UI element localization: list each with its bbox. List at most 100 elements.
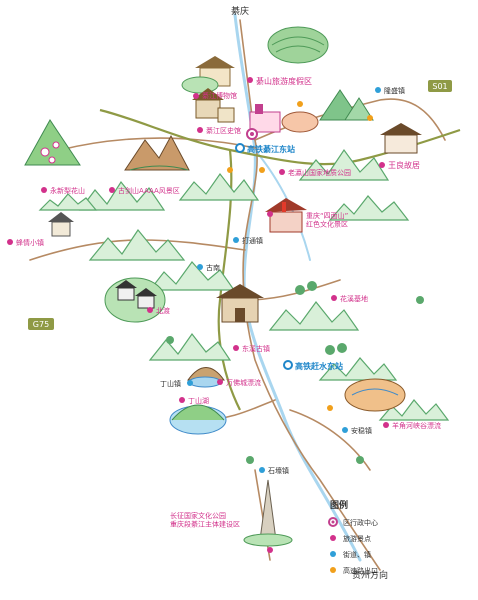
station-label[interactable]: 高铁赶水东站 [295,361,343,371]
district-center-marker [246,128,258,140]
exit-marker-icon [227,167,233,173]
poi-marker-icon [279,169,285,175]
poi-label[interactable]: 长征国家文化公园重庆段綦江主体建设区 [170,511,240,528]
legend-item-exit: 高速路出口 [330,566,378,575]
legend-label: 高速路出口 [343,566,378,575]
poi-label[interactable]: 重庆“四面山”红色文化景区 [306,211,348,228]
train-station-icon [235,143,245,153]
legend-title: 图例 [330,499,348,511]
legend-item-poi: 旅游景点 [330,534,371,543]
train-station-icon [283,360,293,370]
town-label[interactable]: 古南 [206,263,220,272]
poi-label[interactable]: 北渡 [156,306,170,315]
poi-museum: 綦江博物馆 [193,91,237,100]
landmark-illustrations [24,26,424,547]
geopark-illustration [319,89,374,121]
exit-marker-icon [327,405,333,411]
poi-label[interactable]: 古剑山AAAA风景区 [118,186,180,195]
poi-yangjiao: 羊角河峡谷漂流 [383,421,441,430]
town-marker-icon [197,264,203,270]
town-label[interactable]: 石壕镇 [268,466,289,475]
museum-illustration [192,88,235,123]
monument-illustration [243,479,293,547]
terraced-fields-illustration [267,26,329,64]
exit-marker-icon [259,167,265,173]
town-shihao: 石壕镇 [259,466,289,475]
poi-gujianshan: 古剑山AAAA风景区 [109,186,180,195]
town-marker-icon [342,427,348,433]
poi-label[interactable]: 永新梨花山 [50,186,85,195]
poi-label[interactable]: 綦江博物馆 [202,91,237,100]
poi-marker-icon [267,547,273,553]
poi-label[interactable]: 綦山旅游度假区 [256,76,312,86]
poi-fengqing: 蜂情小镇 [7,238,44,247]
town-label[interactable]: 隆盛镇 [384,86,405,95]
poi-marker-icon [331,295,337,301]
poi-dingshan-lake: 丁山湖 [179,396,209,405]
town-label[interactable]: 打通镇 [242,236,263,245]
rafting-illustration [187,367,225,388]
poi-marker-icon [247,77,253,83]
poi-marker-icon [179,397,185,403]
poi-beidu: 北渡 [147,306,170,315]
lake-illustration [169,404,227,435]
direction-north: 綦庆 [231,5,249,17]
poi-wanfo: 万佛城漂流 [217,378,261,387]
poi-marker-icon [379,162,385,168]
station-qijiang-east: 高铁綦江东站 [235,143,295,154]
town-gunan: 古南 [197,263,220,272]
legend-item-town: 街道、镇 [330,550,371,559]
poi-yongxin: 永新梨花山 [41,186,85,195]
old-town-gate-illustration [216,284,264,323]
poi-marker-icon [267,211,273,217]
poi-marker-icon [7,239,13,245]
poi-label[interactable]: 丁山湖 [188,396,209,405]
town-marker-icon [259,467,265,473]
legend-item-center: 区行政中心 [328,517,378,527]
road-badge-s01: S01 [428,80,452,92]
towns: 丁山镇 安稳镇 打通镇 石壕镇 隆盛镇 古南 [160,86,405,475]
pear-blossom-illustration [24,119,81,166]
poi-label[interactable]: 东溪古镇 [242,344,270,353]
poi-marker-icon [109,187,115,193]
poi-label[interactable]: 花溪基地 [340,294,368,303]
direction-south: 贵州方向 [352,569,388,581]
town-dingshan: 丁山镇 [160,379,193,388]
road-badge-label: G75 [33,320,49,329]
former-residence-illustration [380,123,422,154]
town-label[interactable]: 安稳镇 [351,426,372,435]
village-houses-illustration [104,277,166,323]
poi-marker-icon [330,535,336,541]
poi-marker-icon [41,187,47,193]
poi-changzheng: 长征国家文化公园重庆段綦江主体建设区 [170,511,273,553]
road-badge-g75: G75 [28,318,54,330]
town-marker-icon [187,380,193,386]
legend-label: 街道、镇 [343,550,371,559]
poi-marker-icon [383,422,389,428]
pavilion-illustration [181,56,235,94]
poi-wangliang: 王良故居 [379,160,420,170]
gujianshan-illustration [124,134,190,171]
town-marker-icon [233,237,239,243]
poi-label[interactable]: 老瀛山国家地质公园 [288,168,351,177]
exit-marker-icon [367,115,373,121]
canyon-rafting-illustration [344,378,406,412]
poi-geopark: 老瀛山国家地质公园 [279,168,351,177]
poi-daijiacun: 綦江区史馆 [197,126,241,135]
town-anwen: 安稳镇 [342,426,372,435]
legend: 图例 区行政中心 旅游景点 街道、镇 高速路出口 [328,499,378,575]
poi-label[interactable]: 万佛城漂流 [226,378,261,387]
poi-label[interactable]: 蜂情小镇 [16,238,44,247]
mountain-ranges [38,148,450,421]
poi-label[interactable]: 羊角河峡谷漂流 [392,421,441,430]
poi-label[interactable]: 綦江区史馆 [206,126,241,135]
exit-marker-icon [297,101,303,107]
trees [166,281,424,464]
poi-marker-icon [147,307,153,313]
station-label[interactable]: 高铁綦江东站 [247,144,295,154]
poi-label[interactable]: 王良故居 [388,160,420,170]
highway-exits [227,101,373,411]
poi-marker-icon [217,379,223,385]
town-label[interactable]: 丁山镇 [160,379,181,388]
